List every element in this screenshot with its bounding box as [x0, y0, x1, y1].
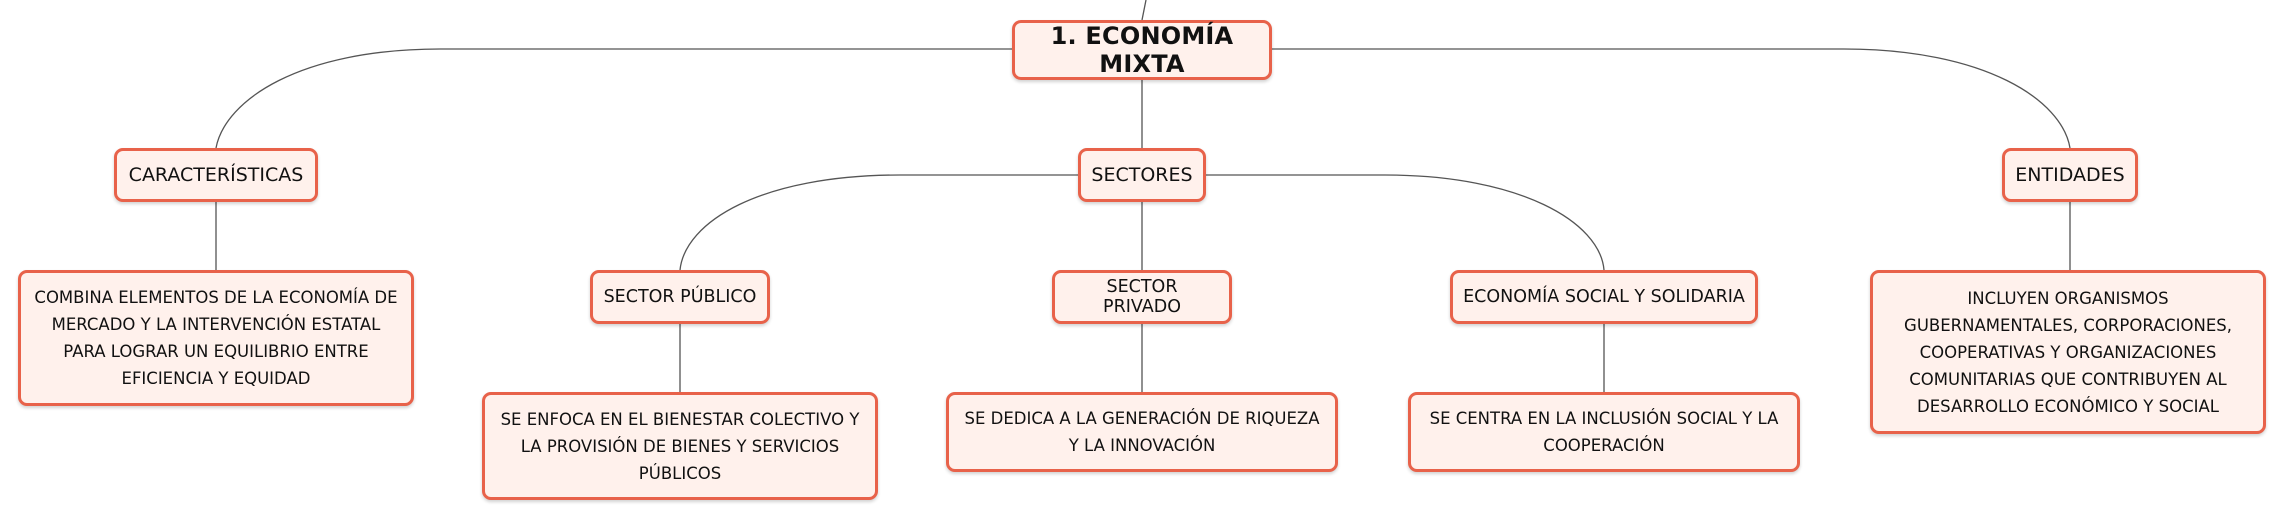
root-node[interactable]: 1. ECONOMÍA MIXTA	[1012, 20, 1272, 80]
sector-publico-description-text: SE ENFOCA EN EL BIENESTAR COLECTIVO Y LA…	[500, 409, 860, 483]
economia-social-description[interactable]: SE CENTRA EN LA INCLUSIÓN SOCIAL Y LA CO…	[1408, 392, 1800, 472]
subtopic-sector-privado-label: SECTOR PRIVADO	[1103, 277, 1181, 317]
subtopic-economia-social[interactable]: ECONOMÍA SOCIAL Y SOLIDARIA	[1450, 270, 1758, 324]
connector-sectores-social	[1206, 174, 1605, 271]
subtopic-sector-publico[interactable]: SECTOR PÚBLICO	[590, 270, 770, 324]
subtopic-economia-social-label: ECONOMÍA SOCIAL Y SOLIDARIA	[1463, 287, 1745, 307]
subtopic-sector-publico-label: SECTOR PÚBLICO	[603, 287, 757, 307]
topic-entidades[interactable]: ENTIDADES	[2002, 148, 2138, 202]
sector-publico-description[interactable]: SE ENFOCA EN EL BIENESTAR COLECTIVO Y LA…	[482, 392, 878, 500]
subtopic-sector-privado[interactable]: SECTOR PRIVADO	[1052, 270, 1232, 324]
entidades-description-text: INCLUYEN ORGANISMOS GUBERNAMENTALES, COR…	[1904, 288, 2232, 416]
connector-root-entidades	[1272, 48, 2071, 149]
topic-caracteristicas[interactable]: CARACTERÍSTICAS	[114, 148, 318, 202]
connector-root-caracteristicas	[215, 48, 1012, 149]
topic-entidades-label: ENTIDADES	[2015, 164, 2125, 186]
economia-social-description-text: SE CENTRA EN LA INCLUSIÓN SOCIAL Y LA CO…	[1429, 409, 1779, 455]
topic-sectores[interactable]: SECTORES	[1078, 148, 1206, 202]
caracteristicas-description-text: COMBINA ELEMENTOS DE LA ECONOMÍA DE MERC…	[34, 288, 398, 388]
sector-privado-description-text: SE DEDICA A LA GENERACIÓN DE RIQUEZA Y L…	[964, 409, 1320, 455]
topic-caracteristicas-label: CARACTERÍSTICAS	[128, 164, 304, 186]
connector-root-parent	[1141, 0, 1147, 21]
sector-privado-description[interactable]: SE DEDICA A LA GENERACIÓN DE RIQUEZA Y L…	[946, 392, 1338, 472]
caracteristicas-description[interactable]: COMBINA ELEMENTOS DE LA ECONOMÍA DE MERC…	[18, 270, 414, 406]
entidades-description[interactable]: INCLUYEN ORGANISMOS GUBERNAMENTALES, COR…	[1870, 270, 2266, 434]
root-label: 1. ECONOMÍA MIXTA	[1050, 22, 1234, 78]
topic-sectores-label: SECTORES	[1091, 164, 1193, 186]
connector-sectores-publico	[679, 174, 1078, 271]
